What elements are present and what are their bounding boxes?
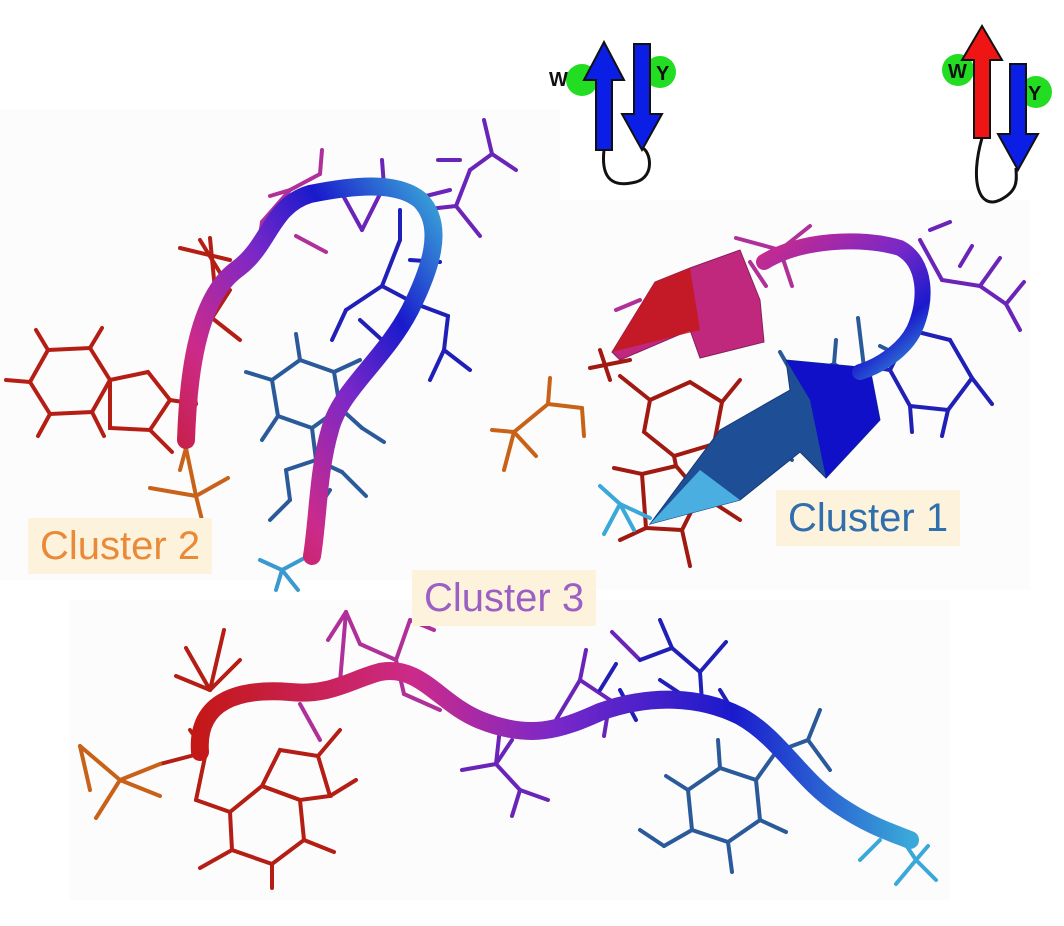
topology-left: W Y — [549, 39, 676, 186]
cluster-1-strand-blue-head — [786, 360, 880, 478]
cluster-1-terminal — [598, 484, 652, 536]
cluster-3-orange-sidechain — [78, 744, 162, 820]
cluster-3-purple-sidechain — [460, 630, 642, 818]
cluster-1-strand-red-tip — [612, 268, 700, 352]
topology-right: W Y — [942, 24, 1052, 204]
cluster-1-structure — [490, 220, 1026, 568]
cluster-1-label: Cluster 1 — [776, 490, 961, 546]
topology-left-strand-b — [620, 43, 664, 153]
cluster-1-orange-sidechain — [490, 376, 586, 472]
topology-left-loop — [602, 146, 651, 186]
topology-right-strand-b — [996, 63, 1040, 173]
topology-left-label-w: W — [549, 69, 568, 91]
cluster-1-strand-lightblue-tip — [650, 470, 740, 524]
topology-right-label-y: Y — [1028, 83, 1042, 105]
cluster-2-label: Cluster 2 — [28, 518, 213, 574]
topology-left-strand-a — [582, 39, 626, 151]
cluster-2-backbone — [177, 177, 443, 565]
cluster-3-tyr-sidechain — [638, 708, 832, 874]
topology-right-label-w: W — [948, 61, 967, 83]
residue-marker-w-right — [942, 54, 974, 86]
residue-marker-y-left — [644, 56, 676, 88]
cluster-3-backbone — [190, 661, 919, 849]
residue-marker-y-right — [1020, 76, 1052, 108]
panel-bg-cluster-3 — [70, 600, 950, 900]
cluster-2-structure — [4, 118, 518, 592]
cluster-2-blue-sidechain — [330, 208, 472, 382]
cluster-3-structure — [78, 610, 938, 890]
cluster-1-purple-sidechain — [918, 220, 1026, 332]
cluster-3-label: Cluster 3 — [412, 570, 597, 626]
topology-right-strand-a — [960, 24, 1004, 139]
cluster-3-trp-sidechain — [158, 628, 358, 890]
topology-left-label-y: Y — [656, 63, 670, 85]
topology-right-loop — [974, 137, 1018, 204]
cluster-1-blue-sidechain — [864, 328, 994, 438]
cluster-1-backbone-loop — [756, 233, 931, 380]
